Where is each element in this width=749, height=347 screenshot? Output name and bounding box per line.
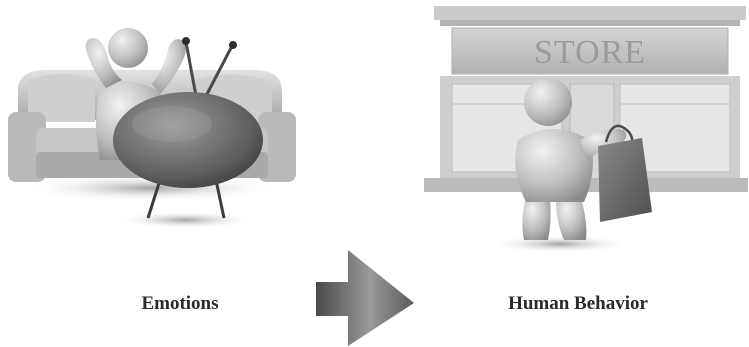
human-behavior-caption: Human Behavior (508, 293, 648, 314)
emotions-caption: Emotions (141, 293, 219, 314)
person-with-bag (488, 78, 652, 253)
arrow-right-icon (316, 250, 414, 346)
store-sign-text: STORE (534, 34, 646, 71)
television (113, 37, 263, 229)
